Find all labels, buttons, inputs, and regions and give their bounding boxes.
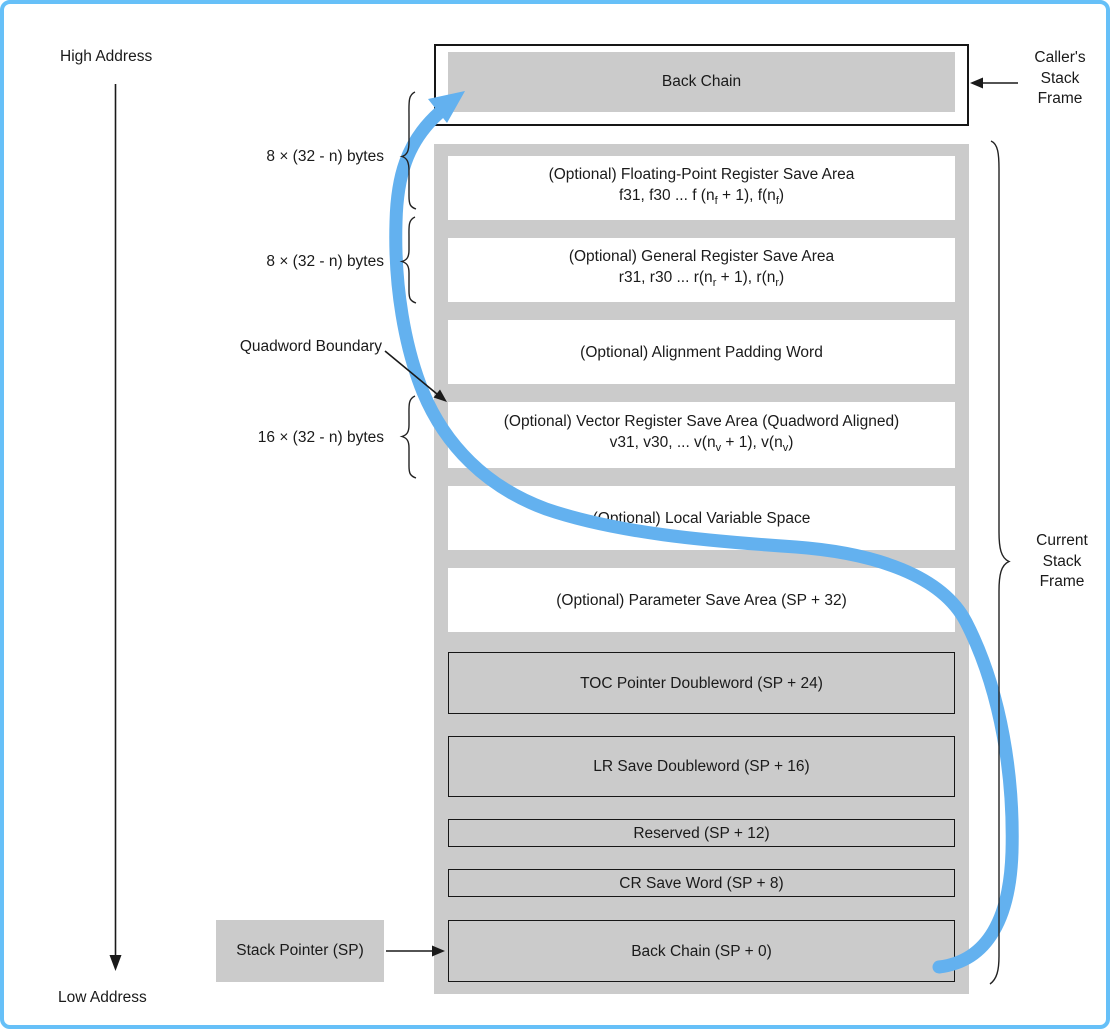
stack-row-parameter-save-area: (Optional) Parameter Save Area (SP + 32) (448, 568, 955, 632)
stack-row-reserved: Reserved (SP + 12) (448, 819, 955, 847)
row-label: TOC Pointer Doubleword (SP + 24) (580, 674, 823, 692)
caller-back-chain-box: Back Chain (448, 52, 955, 112)
row-subtext: f31, f30 ... f (nf + 1), f(nf) (618, 186, 785, 208)
stack-pointer-label: Stack Pointer (SP) (236, 942, 364, 959)
row-label: (Optional) General Register Save Area (568, 247, 835, 265)
current-stack-frame-label: Current Stack Frame (1036, 532, 1088, 590)
stack-row-toc-pointer-doubleword: TOC Pointer Doubleword (SP + 24) (448, 652, 955, 714)
stack-row-general-register-save-area: (Optional) General Register Save Area r3… (448, 238, 955, 302)
row-label: (Optional) Vector Register Save Area (Qu… (503, 412, 900, 430)
row-label: Reserved (SP + 12) (633, 824, 770, 842)
row-label: CR Save Word (SP + 8) (619, 874, 784, 892)
stack-row-vector-register-save-area: (Optional) Vector Register Save Area (Qu… (448, 402, 955, 468)
down-arrowhead-icon (109, 955, 122, 971)
stack-row-back-chain: Back Chain (SP + 0) (448, 920, 955, 982)
gr-size-label: 8 × (32 - n) bytes (266, 253, 384, 270)
brace-fp-size (399, 91, 417, 210)
stack-row-fp-register-save-area: (Optional) Floating-Point Register Save … (448, 156, 955, 220)
row-label: LR Save Doubleword (SP + 16) (593, 758, 810, 775)
row-label: (Optional) Parameter Save Area (SP + 32) (556, 591, 847, 609)
low-address-label: Low Address (58, 989, 147, 1006)
stack-row-alignment-padding-word: (Optional) Alignment Padding Word (448, 320, 955, 384)
callers-stack-frame-label: Caller's Stack Frame (1034, 49, 1086, 107)
stack-pointer-box: Stack Pointer (SP) (216, 920, 384, 982)
caller-back-chain-label: Back Chain (661, 73, 742, 90)
left-arrowhead-icon (970, 77, 983, 89)
stack-row-local-variable-space: (Optional) Local Variable Space (448, 486, 955, 550)
fp-size-label: 8 × (32 - n) bytes (266, 148, 384, 165)
row-label: (Optional) Local Variable Space (592, 509, 811, 527)
brace-vr-size (399, 395, 417, 479)
high-address-label: High Address (60, 48, 153, 65)
row-label: (Optional) Floating-Point Register Save … (548, 165, 855, 183)
quadword-boundary-arrow-line (384, 350, 438, 395)
row-label: Back Chain (SP + 0) (631, 942, 772, 960)
row-subtext: r31, r30 ... r(nr + 1), r(nr) (618, 268, 785, 290)
stack-row-lr-save-doubleword: LR Save Doubleword (SP + 16) (448, 736, 955, 797)
vr-size-label: 16 × (32 - n) bytes (257, 429, 384, 446)
row-label: (Optional) Alignment Padding Word (580, 343, 823, 361)
brace-current-stack-frame (989, 140, 1011, 985)
row-subtext: v31, v30, ... v(nv + 1), v(nv) (609, 433, 794, 455)
quadword-boundary-label: Quadword Boundary (239, 338, 382, 355)
brace-gr-size (399, 216, 417, 304)
stack-row-cr-save-word: CR Save Word (SP + 8) (448, 869, 955, 897)
